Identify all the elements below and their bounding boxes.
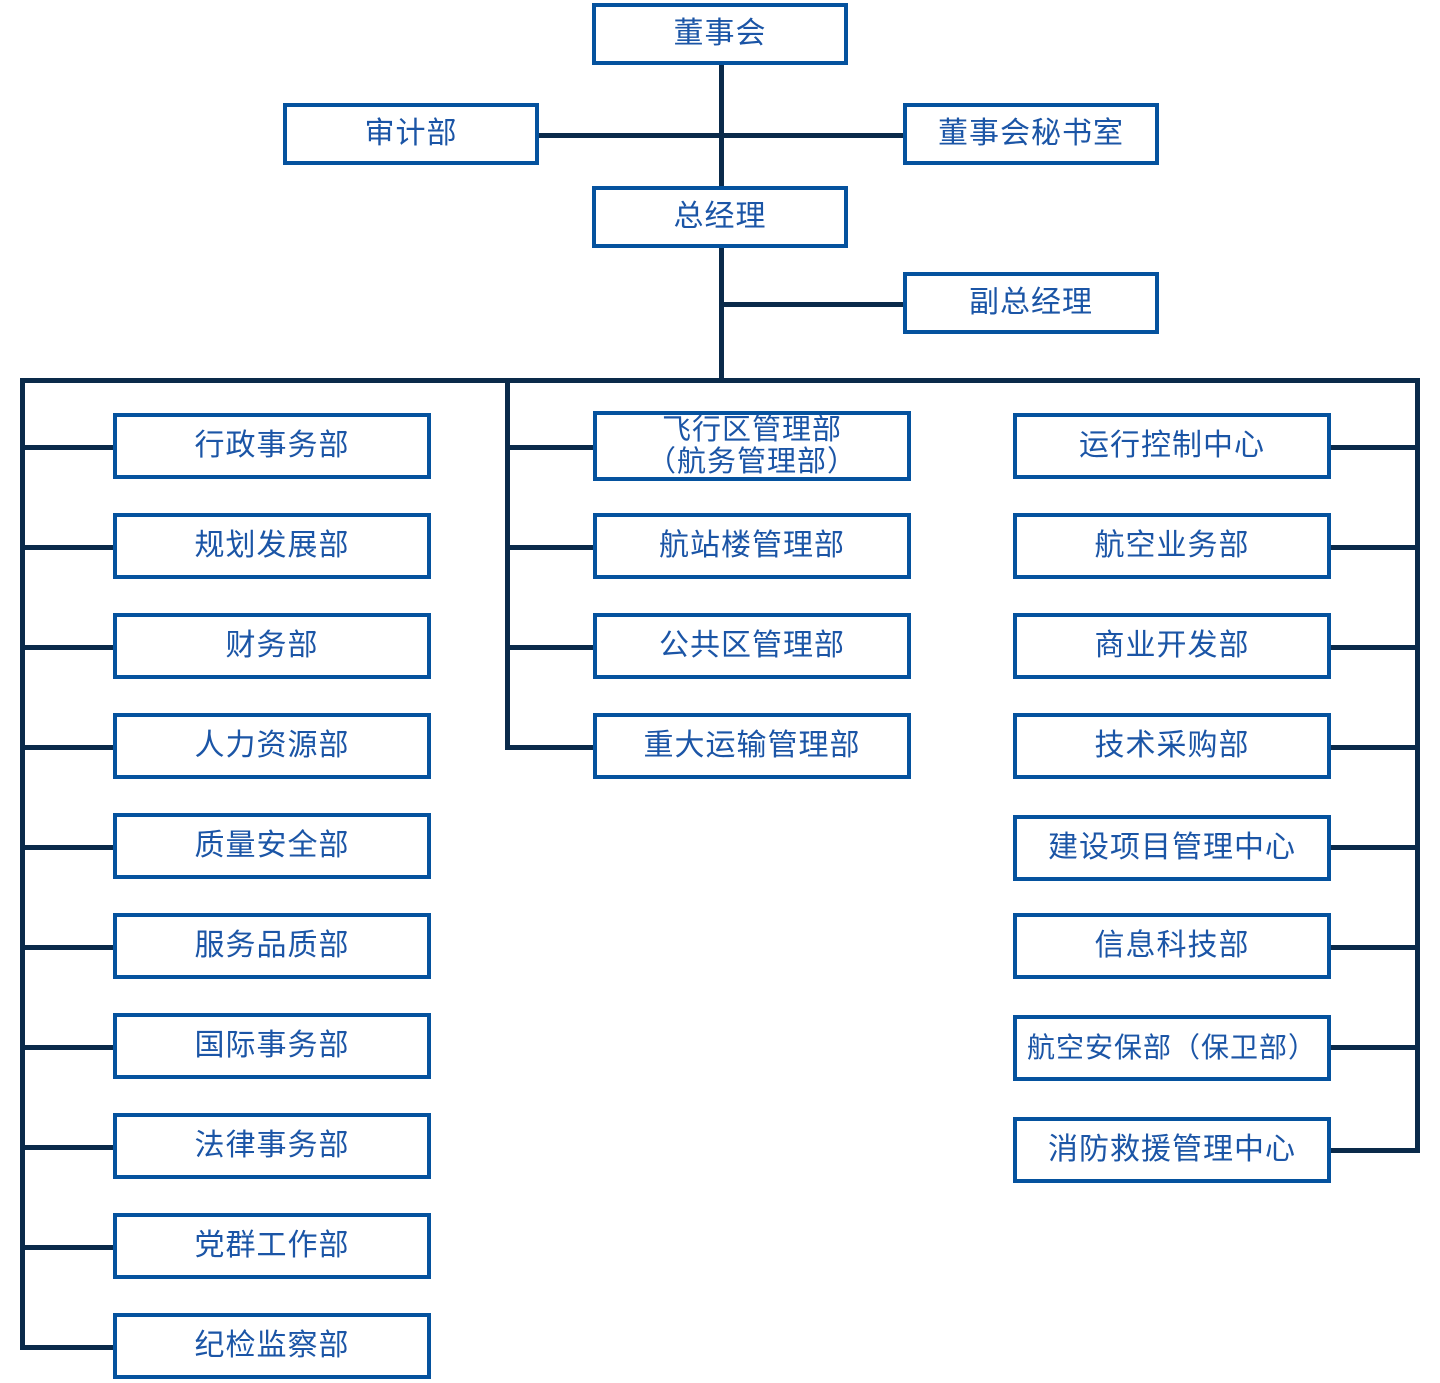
connector-stub-left-10 (20, 1345, 115, 1350)
node-admin-affairs[interactable]: 行政事务部 (113, 413, 431, 479)
connector-board-to-gm (719, 133, 724, 188)
connector-right-bus (1415, 378, 1420, 1150)
node-board-secretariat[interactable]: 董事会秘书室 (903, 103, 1159, 165)
node-international-affairs[interactable]: 国际事务部 (113, 1013, 431, 1079)
connector-stub-middle-2 (505, 545, 595, 550)
node-major-transport-management[interactable]: 重大运输管理部 (593, 713, 911, 779)
connector-stub-left-8 (20, 1145, 115, 1150)
node-airfield-management[interactable]: 飞行区管理部 （航务管理部） (593, 411, 911, 481)
connector-stub-right-6 (1330, 945, 1420, 950)
connector-stub-middle-3 (505, 645, 595, 650)
node-party-mass-work[interactable]: 党群工作部 (113, 1213, 431, 1279)
node-operation-control-center[interactable]: 运行控制中心 (1013, 413, 1331, 479)
node-terminal-management[interactable]: 航站楼管理部 (593, 513, 911, 579)
connector-main-bus (20, 378, 1420, 383)
connector-stub-right-7 (1330, 1045, 1420, 1050)
node-discipline-inspection[interactable]: 纪检监察部 (113, 1313, 431, 1379)
connector-stub-left-7 (20, 1045, 115, 1050)
node-deputy-general-manager[interactable]: 副总经理 (903, 272, 1159, 334)
connector-stub-left-4 (20, 745, 115, 750)
node-planning-development[interactable]: 规划发展部 (113, 513, 431, 579)
node-service-quality[interactable]: 服务品质部 (113, 913, 431, 979)
node-technical-procurement[interactable]: 技术采购部 (1013, 713, 1331, 779)
connector-stub-right-4 (1330, 745, 1420, 750)
node-information-technology[interactable]: 信息科技部 (1013, 913, 1331, 979)
connector-stub-left-5 (20, 845, 115, 850)
connector-gm-down (719, 245, 724, 381)
node-general-manager[interactable]: 总经理 (592, 186, 848, 248)
connector-stub-left-6 (20, 945, 115, 950)
node-public-area-management[interactable]: 公共区管理部 (593, 613, 911, 679)
node-aviation-security[interactable]: 航空安保部（保卫部） (1013, 1015, 1331, 1081)
connector-gm-to-deputy (719, 302, 907, 307)
connector-stub-left-1 (20, 445, 115, 450)
node-legal-affairs[interactable]: 法律事务部 (113, 1113, 431, 1179)
connector-stub-right-5 (1330, 845, 1420, 850)
connector-stub-middle-1 (505, 445, 595, 450)
connector-stub-right-3 (1330, 645, 1420, 650)
node-aviation-business[interactable]: 航空业务部 (1013, 513, 1331, 579)
connector-stub-left-3 (20, 645, 115, 650)
node-fire-rescue-management-center[interactable]: 消防救援管理中心 (1013, 1117, 1331, 1183)
node-audit[interactable]: 审计部 (283, 103, 539, 165)
connector-stub-left-9 (20, 1245, 115, 1250)
connector-stub-middle-4 (505, 745, 595, 750)
connector-left-bus (20, 378, 25, 1347)
node-quality-safety[interactable]: 质量安全部 (113, 813, 431, 879)
node-construction-project-management-center[interactable]: 建设项目管理中心 (1013, 815, 1331, 881)
node-commercial-development[interactable]: 商业开发部 (1013, 613, 1331, 679)
connector-middle-bus (505, 378, 510, 747)
connector-stub-right-1 (1330, 445, 1420, 450)
connector-board-down (719, 63, 724, 135)
node-finance[interactable]: 财务部 (113, 613, 431, 679)
connector-stub-right-2 (1330, 545, 1420, 550)
connector-stub-left-2 (20, 545, 115, 550)
connector-stub-right-8 (1330, 1148, 1420, 1153)
node-human-resources[interactable]: 人力资源部 (113, 713, 431, 779)
node-board[interactable]: 董事会 (592, 3, 848, 65)
